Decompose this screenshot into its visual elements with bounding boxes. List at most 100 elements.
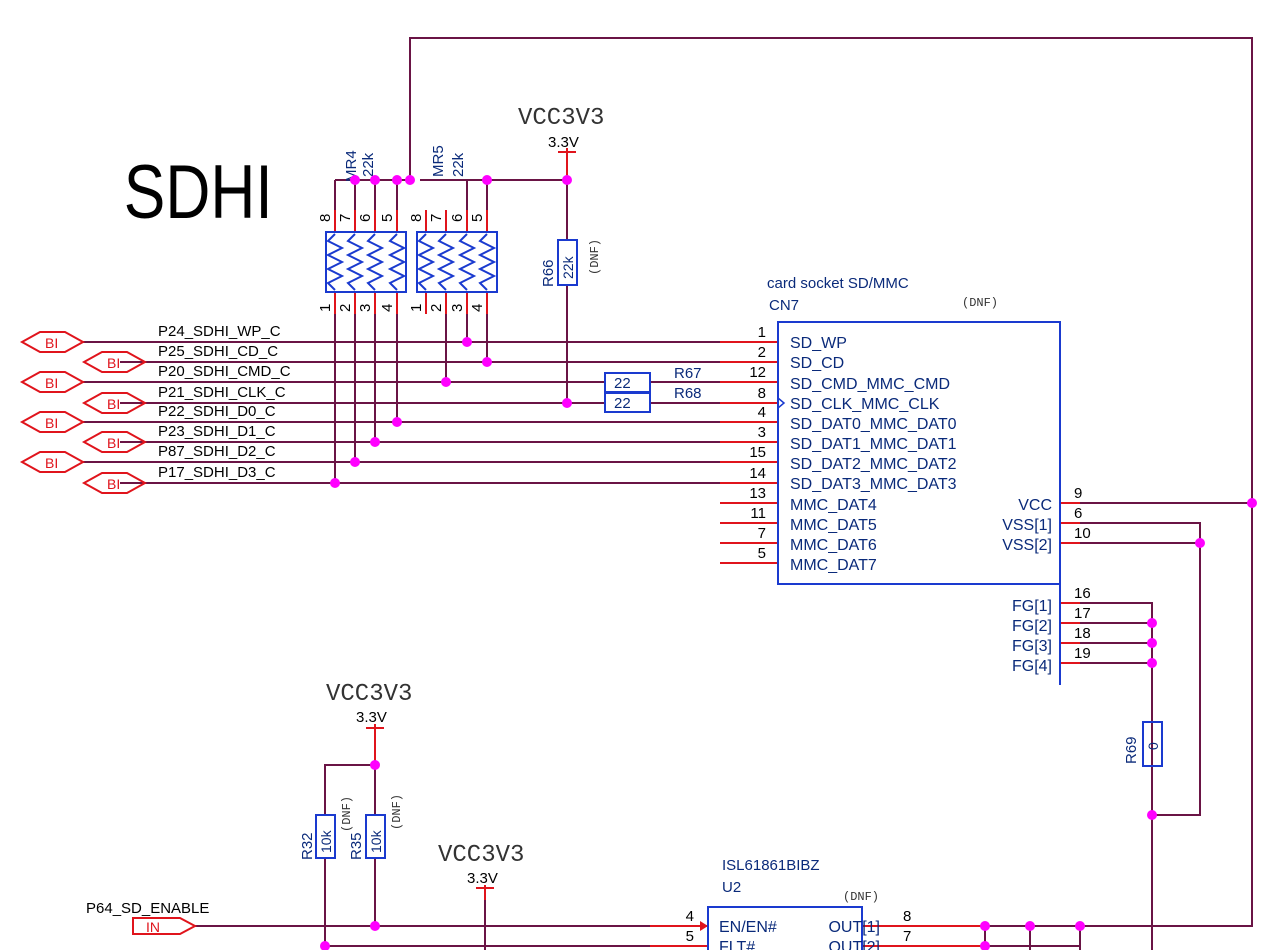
svg-text:BI: BI: [45, 375, 58, 391]
svg-text:SD_DAT0_MMC_DAT0: SD_DAT0_MMC_DAT0: [790, 416, 957, 433]
r35-note: (DNF): [390, 794, 404, 830]
svg-text:SD_CLK_MMC_CLK: SD_CLK_MMC_CLK: [790, 396, 940, 413]
in-port-label: IN: [146, 919, 160, 935]
power-voltage-label: 3.3V: [548, 134, 579, 151]
svg-text:19: 19: [1074, 645, 1091, 662]
resistor-r66: 22k R66 (DNF): [540, 239, 602, 287]
u2-pin-num: 8: [903, 908, 911, 925]
r68-ref: R68: [674, 385, 702, 402]
power-voltage-label: 3.3V: [467, 870, 498, 887]
resistor-array-mr4: [325, 231, 407, 293]
cn7-right-pin-numbers: 9 6 10 16 17 18 19: [1074, 485, 1091, 662]
svg-text:10: 10: [1074, 525, 1091, 542]
net-label: P22_SDHI_D0_C: [158, 403, 276, 420]
svg-text:7: 7: [758, 525, 766, 542]
svg-text:MMC_DAT6: MMC_DAT6: [790, 537, 877, 554]
mr5-pin-bottom: 1: [408, 304, 425, 312]
svg-text:4: 4: [758, 404, 766, 421]
svg-text:FG[3]: FG[3]: [1012, 638, 1052, 655]
enable-net-label: P64_SD_ENABLE: [86, 900, 209, 917]
r69-ref: R69: [1123, 736, 1140, 764]
power-bottom: VCC3V3 3.3V: [438, 842, 524, 887]
r67-ref: R67: [674, 365, 702, 382]
power-rail-label: VCC3V3: [518, 105, 604, 132]
svg-text:1: 1: [758, 324, 766, 341]
net-label: P23_SDHI_D1_C: [158, 423, 276, 440]
svg-text:SD_DAT3_MMC_DAT3: SD_DAT3_MMC_DAT3: [790, 476, 957, 493]
u2-pin-num: 5: [686, 928, 694, 945]
in-port: IN P64_SD_ENABLE: [86, 900, 209, 935]
mr4-pin-bottom: 3: [357, 304, 374, 312]
svg-text:14: 14: [749, 465, 766, 482]
resistor-r32: 10k R32 (DNF): [299, 796, 354, 860]
input-arrow-icon: [700, 921, 708, 931]
net-label: P25_SDHI_CD_C: [158, 343, 278, 360]
svg-text:FG[4]: FG[4]: [1012, 658, 1052, 675]
bi-port: BI: [81, 392, 148, 414]
junction-dots: [320, 175, 1257, 950]
bi-port: BI: [19, 411, 86, 433]
cn7-note: (DNF): [962, 296, 998, 310]
cn7-left-pin-names: SD_WP SD_CD SD_CMD_MMC_CMD SD_CLK_MMC_CL…: [790, 335, 957, 574]
svg-text:VSS[2]: VSS[2]: [1002, 537, 1052, 554]
svg-text:17: 17: [1074, 605, 1091, 622]
net-label: P24_SDHI_WP_C: [158, 323, 281, 340]
cn7-right-pin-names: VCC VSS[1] VSS[2] FG[1] FG[2] FG[3] FG[4…: [1002, 497, 1052, 675]
svg-text:16: 16: [1074, 585, 1091, 602]
power-mid: VCC3V3 3.3V: [326, 681, 412, 726]
array-labels: MR4 22k MR5 22k: [343, 145, 467, 182]
svg-text:MMC_DAT4: MMC_DAT4: [790, 497, 877, 514]
svg-text:12: 12: [749, 364, 766, 381]
svg-text:15: 15: [749, 444, 766, 461]
mr5-value: 22k: [450, 152, 467, 177]
svg-text:MMC_DAT7: MMC_DAT7: [790, 557, 877, 574]
svg-text:BI: BI: [45, 455, 58, 471]
r69-value: 0: [1145, 742, 1161, 750]
net-label: P21_SDHI_CLK_C: [158, 384, 286, 401]
r32-ref: R32: [299, 832, 316, 860]
ic-u2: ISL61861BIBZ U2 (DNF) 4 5 EN/EN# FLT# OU…: [686, 857, 911, 950]
r32-value: 10k: [318, 829, 334, 853]
svg-text:SD_WP: SD_WP: [790, 335, 847, 352]
mr4-pin-top: 5: [379, 214, 396, 222]
mr4-ref: MR4: [343, 150, 360, 182]
svg-text:FG[2]: FG[2]: [1012, 618, 1052, 635]
r67-value: 22: [614, 375, 631, 392]
svg-text:13: 13: [749, 485, 766, 502]
svg-text:3: 3: [758, 424, 766, 441]
mr5-pin-bottom: 2: [428, 304, 445, 312]
power-rail-label: VCC3V3: [326, 681, 412, 708]
resistor-r69: 0 R69: [1123, 721, 1163, 767]
resistor-r68: 22 R68: [604, 385, 702, 413]
r66-ref: R66: [540, 259, 557, 287]
svg-text:11: 11: [750, 505, 766, 522]
mr5-pin-bottom: 3: [449, 304, 466, 312]
mr5-pin-top: 8: [408, 214, 425, 222]
wires: [83, 37, 1253, 950]
svg-text:MMC_DAT5: MMC_DAT5: [790, 517, 877, 534]
r66-value: 22k: [560, 255, 576, 279]
bi-port: BI: [19, 451, 86, 473]
svg-text:2: 2: [758, 344, 766, 361]
svg-text:8: 8: [758, 385, 766, 402]
resistor-array-mr5: [416, 231, 498, 293]
power-voltage-label: 3.3V: [356, 709, 387, 726]
r35-value: 10k: [368, 829, 384, 853]
mr4-pin-top: 6: [357, 214, 374, 222]
mr5-pin-top: 6: [449, 214, 466, 222]
svg-text:5: 5: [758, 545, 766, 562]
u2-pin-num: 4: [686, 908, 694, 925]
u2-pin-name: OUT[1]: [828, 919, 880, 936]
power-top: VCC3V3 3.3V: [518, 105, 604, 151]
sheet-title: SDHI: [124, 149, 273, 234]
svg-text:BI: BI: [107, 396, 120, 412]
net-label: P20_SDHI_CMD_C: [158, 363, 291, 380]
r32-note: (DNF): [340, 796, 354, 832]
mr4-pin-bottom: 2: [337, 304, 354, 312]
resistor-r67: 22 R67: [604, 365, 702, 393]
svg-text:6: 6: [1074, 505, 1082, 522]
cn7-left-pin-numbers: 1 2 12 8 4 3 15 14 13 11 7 5: [749, 324, 766, 562]
svg-text:BI: BI: [45, 415, 58, 431]
svg-text:SD_CD: SD_CD: [790, 355, 844, 372]
